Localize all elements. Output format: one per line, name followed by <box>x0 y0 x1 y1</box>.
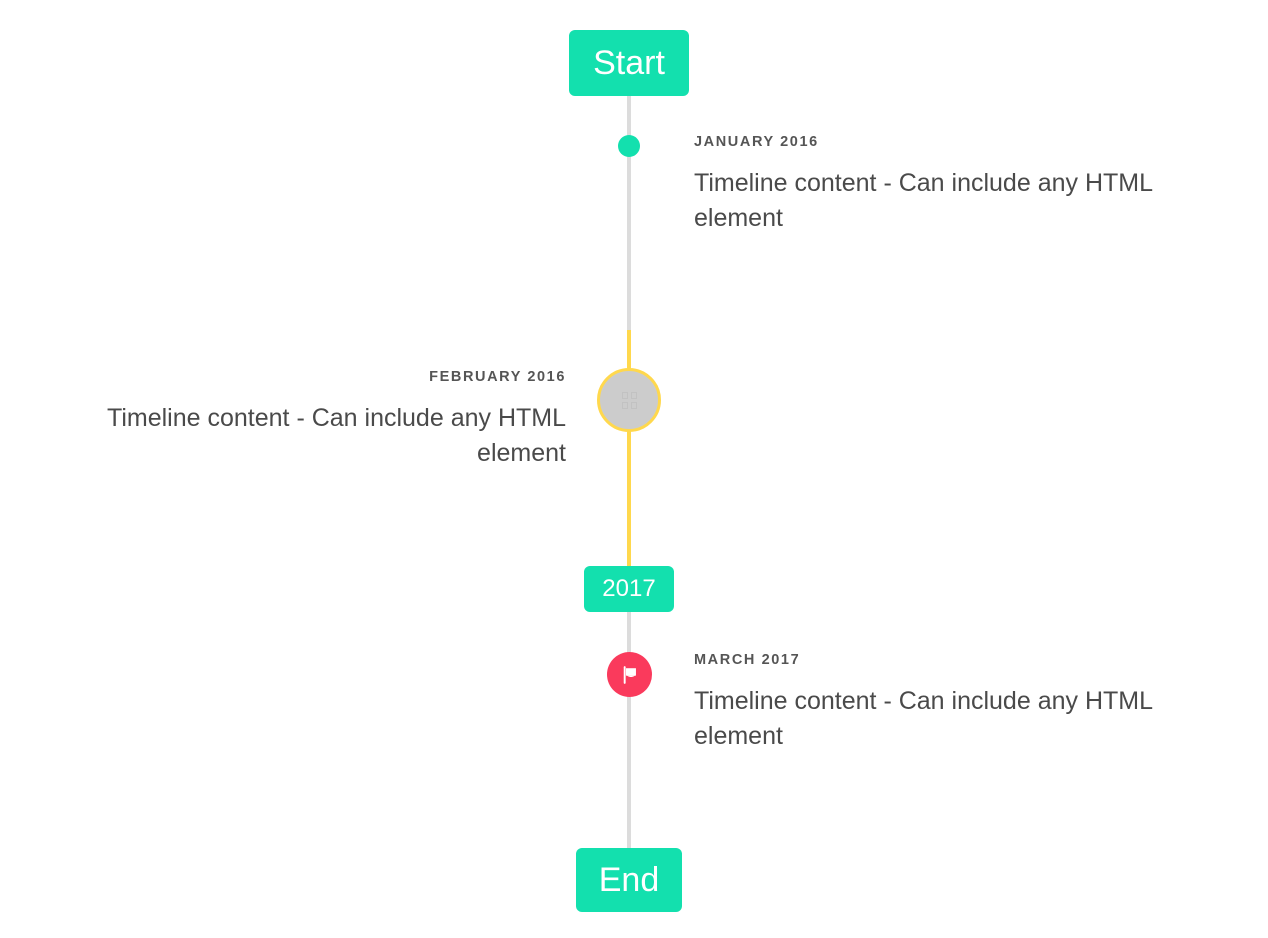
timeline-year-chip[interactable]: 2017 <box>584 566 674 612</box>
timeline-marker-dot-january[interactable] <box>618 135 640 157</box>
timeline-rail-segment-bottom <box>627 612 631 852</box>
timeline-entry-body: Timeline content - Can include any HTML … <box>107 404 566 467</box>
timeline-entry-body: Timeline content - Can include any HTML … <box>694 169 1153 232</box>
timeline-entry-january: January 2016 Timeline content - Can incl… <box>694 134 1234 235</box>
timeline-start-chip[interactable]: Start <box>569 30 689 96</box>
placeholder-glyph-icon <box>621 391 637 409</box>
timeline-end-chip[interactable]: End <box>576 848 682 912</box>
timeline-entry-date: February 2016 <box>429 369 566 385</box>
timeline-rail-segment-highlighted <box>627 330 631 566</box>
timeline-entry-body: Timeline content - Can include any HTML … <box>694 687 1153 750</box>
flag-icon <box>623 665 636 684</box>
timeline-entry-date: March 2017 <box>694 652 801 668</box>
timeline-rail-segment-top <box>627 96 631 330</box>
timeline-marker-flag-march[interactable] <box>607 652 652 697</box>
timeline-marker-ring-february[interactable] <box>597 368 661 432</box>
timeline-entry-march: March 2017 Timeline content - Can includ… <box>694 652 1234 753</box>
timeline-entry-date: January 2016 <box>694 134 819 150</box>
timeline-entry-february: February 2016 Timeline content - Can inc… <box>34 369 566 470</box>
